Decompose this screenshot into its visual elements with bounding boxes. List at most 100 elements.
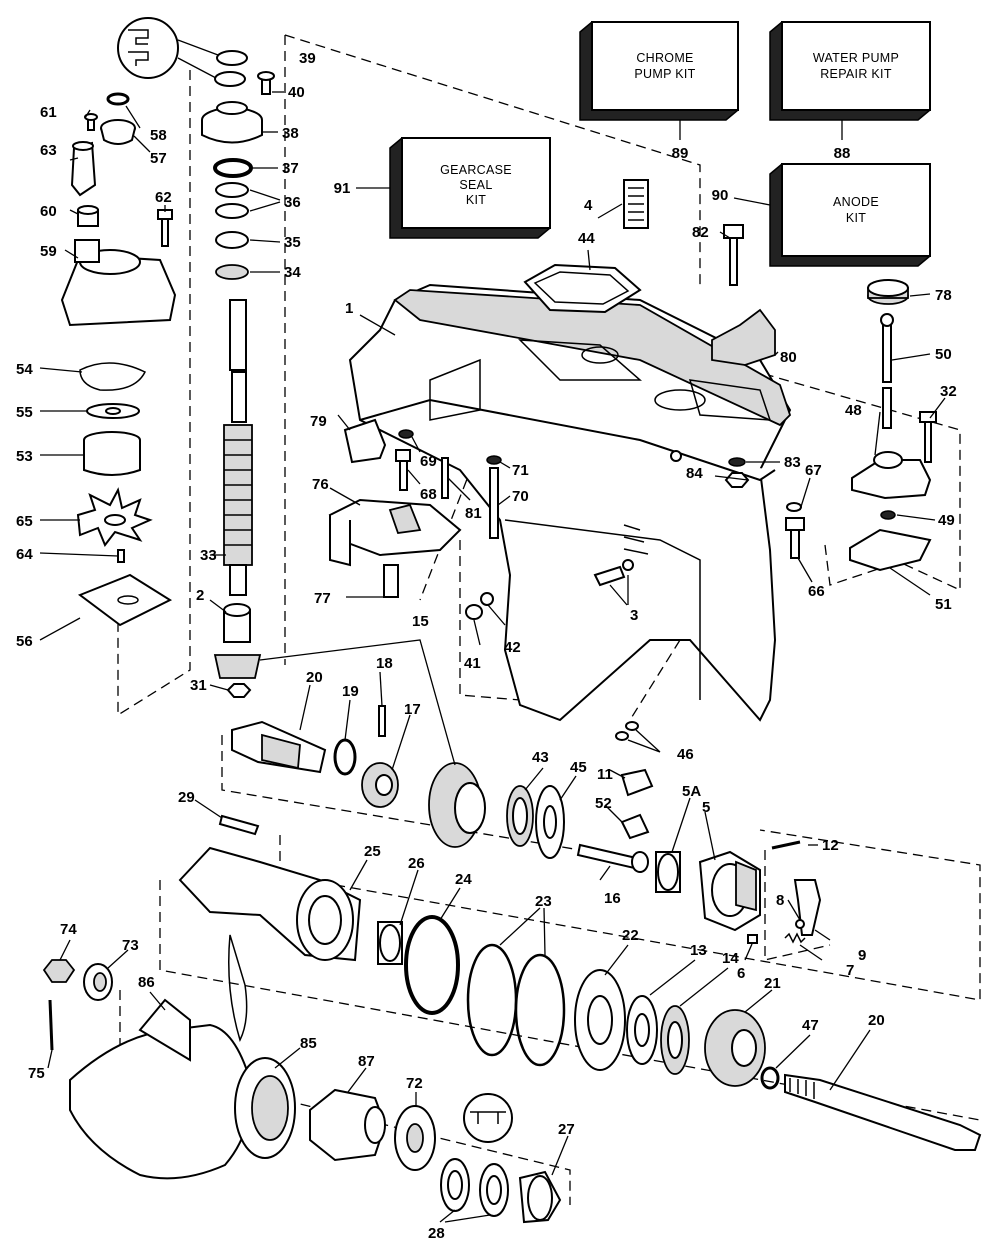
gearcase-seal-kit-label-2: SEAL [459, 178, 492, 192]
callout-44: 44 [578, 230, 595, 247]
part-86-propeller [69, 934, 296, 1180]
part-70-stud [489, 467, 499, 539]
callout-80: 80 [780, 349, 797, 366]
part-56-plate [77, 573, 173, 627]
callout-60: 60 [40, 203, 57, 220]
part-29-screw [218, 814, 260, 836]
callout-25: 25 [364, 843, 381, 860]
callout-81: 81 [465, 505, 482, 522]
callout-53: 53 [16, 448, 33, 465]
part-68-screw [395, 449, 411, 491]
callout-40: 40 [288, 84, 305, 101]
part-13-washer [626, 995, 658, 1065]
part-66-screw [785, 517, 805, 559]
callout-3: 3 [630, 607, 638, 624]
callout-38: 38 [282, 125, 299, 142]
part-51-gasket [849, 528, 932, 572]
part-42-washer [480, 592, 494, 606]
callout-82: 82 [692, 224, 709, 241]
callout-21: 21 [764, 975, 781, 992]
callout-43: 43 [532, 749, 549, 766]
callout-68: 68 [420, 486, 437, 503]
callout-73: 73 [122, 937, 139, 954]
part-52-clip [620, 813, 650, 840]
part-41-plug [465, 604, 483, 620]
gearcase-housing [348, 283, 792, 722]
part-27-bearing [518, 1170, 562, 1224]
part-17-clutch [361, 762, 399, 808]
callout-12: 12 [822, 837, 839, 854]
gearcase-seal-kit-label-3: KIT [466, 193, 486, 207]
callout-84: 84 [686, 465, 703, 482]
anode-kit-label-1: ANODE [833, 195, 879, 209]
part-8-ball [795, 919, 805, 929]
callout-48: 48 [845, 402, 862, 419]
part-16-shaft [576, 843, 649, 873]
callout-26: 26 [408, 855, 425, 872]
part-57-grommet [100, 119, 136, 145]
part-64-key [117, 549, 125, 563]
part-44-gasket [523, 263, 642, 314]
callout-1: 1 [345, 300, 353, 317]
part-72-spacer [394, 1105, 436, 1171]
part-5-shifter-housing [698, 850, 761, 932]
part-15-pinion-gear [213, 654, 262, 679]
part-67-washer [786, 502, 802, 512]
water-pump-repair-kit-box: WATER PUMP REPAIR KIT 88 [769, 21, 931, 162]
anode-kit-box: ANODE KIT 90 [712, 163, 931, 267]
part-28-seals [440, 1093, 513, 1217]
part-53-liner [83, 431, 141, 476]
part-82-bolt [723, 224, 744, 286]
callout-13: 13 [690, 942, 707, 959]
callout-86: 86 [138, 974, 155, 991]
part-21-reverse-gear [704, 1009, 766, 1087]
callout-91: 91 [334, 180, 351, 197]
part-26-bearing [377, 921, 403, 965]
callout-14: 14 [722, 950, 739, 967]
callout-63: 63 [40, 142, 57, 159]
callout-22: 22 [622, 927, 639, 944]
part-45-washer [535, 785, 565, 859]
part-32-screw [919, 411, 937, 463]
callout-24: 24 [455, 871, 472, 888]
callout-89: 89 [672, 145, 689, 162]
callout-55: 55 [16, 404, 33, 421]
part-74-nut [42, 959, 76, 983]
part-4-water-screen [623, 179, 649, 229]
part-69-washer [398, 429, 414, 439]
callout-20: 20 [306, 669, 323, 686]
callout-33: 33 [200, 547, 217, 564]
part-46-plugs [615, 721, 639, 741]
callout-11: 11 [597, 766, 613, 783]
part-20-propshaft [784, 1073, 982, 1151]
callout-42: 42 [504, 639, 521, 656]
callout-76: 76 [312, 476, 329, 493]
part-47-washer [760, 1066, 780, 1090]
part-22-plate [574, 969, 626, 1071]
part-60-seal [77, 205, 99, 227]
callout-5: 5 [702, 799, 710, 816]
part-35-bushing [215, 231, 249, 249]
callout-57: 57 [150, 150, 167, 167]
callout-78: 78 [935, 287, 952, 304]
part-61-screw [84, 113, 98, 131]
part-39-seal-detail [117, 17, 248, 87]
callout-27: 27 [558, 1121, 575, 1138]
part-59-pump-housing [60, 239, 177, 327]
callout-47: 47 [802, 1017, 819, 1034]
callout-70: 70 [512, 488, 529, 505]
part-18-pin [378, 705, 386, 737]
callout-64: 64 [16, 546, 33, 563]
water-pump-kit-label-1: WATER PUMP [813, 51, 899, 65]
callout-87: 87 [358, 1053, 375, 1070]
callout-36: 36 [284, 194, 301, 211]
part-19-ring [333, 738, 357, 776]
part-79-block [343, 418, 387, 464]
callout-46: 46 [677, 746, 694, 763]
callout-79: 79 [310, 413, 327, 430]
part-43-bearing [506, 785, 534, 847]
callout-numbers: 39 40 38 37 36 35 34 61 58 57 63 60 62 5… [16, 50, 957, 1242]
callout-15: 15 [412, 613, 429, 630]
